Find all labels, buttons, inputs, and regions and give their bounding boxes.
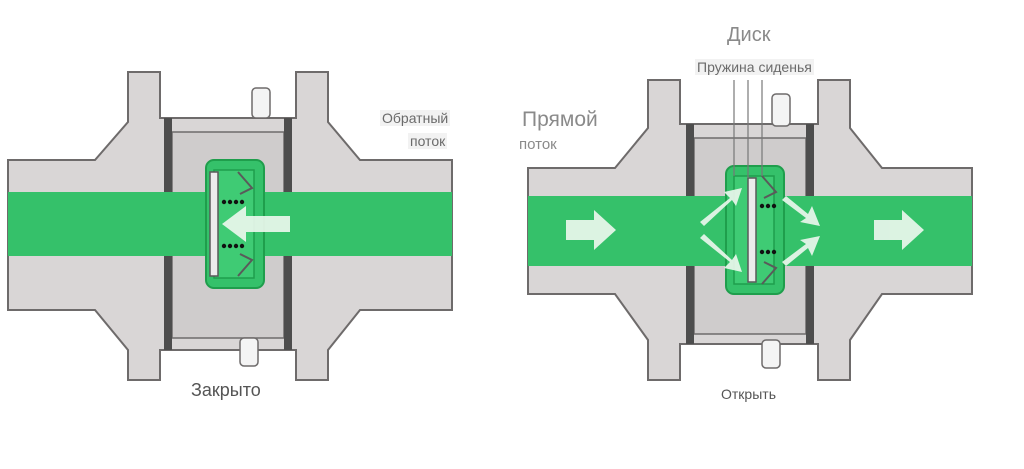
closed-valve-spring: [221, 199, 245, 249]
reverse-flow-label-line2: поток: [408, 133, 448, 149]
forward-flow-arrows: [566, 188, 924, 272]
open-state-label: Открыть: [721, 386, 776, 402]
open-valve-bolt-top: [771, 93, 791, 127]
open-valve-leader-lines: [733, 80, 763, 178]
forward-flow-arrow-down-in: [700, 234, 742, 272]
open-valve-disc: [747, 177, 757, 283]
forward-flow-label-line2: поток: [519, 136, 557, 153]
disc-label: Диск: [727, 24, 771, 46]
closed-valve: [7, 71, 453, 381]
open-valve-spring-guide-bottom: [761, 261, 778, 285]
closed-valve-spring-guide-bottom: [237, 253, 254, 277]
closed-valve-disc: [209, 171, 219, 277]
open-valve-spring-guide-top: [761, 175, 778, 199]
open-valve-bolt-bottom: [761, 339, 781, 369]
open-valve-spring: [759, 203, 777, 255]
forward-flow-arrow-up-out: [782, 196, 820, 226]
closed-valve-bolt-bottom: [239, 337, 259, 367]
forward-flow-arrow-up-in: [700, 188, 742, 226]
forward-flow-arrow-inlet: [566, 210, 616, 250]
open-valve: [527, 79, 973, 381]
seat-spring-label: Пружина сиденья: [695, 59, 814, 75]
closed-valve-spring-guide-top: [237, 171, 254, 195]
closed-valve-bolt-top: [251, 87, 271, 119]
reverse-flow-arrow: [222, 206, 290, 242]
forward-flow-label-line1: Прямой: [522, 108, 598, 131]
closed-state-label: Закрыто: [191, 380, 261, 400]
forward-flow-arrow-down-out: [782, 236, 820, 266]
reverse-flow-label-line1: Обратный: [380, 110, 451, 126]
forward-flow-arrow-outlet: [874, 210, 924, 250]
